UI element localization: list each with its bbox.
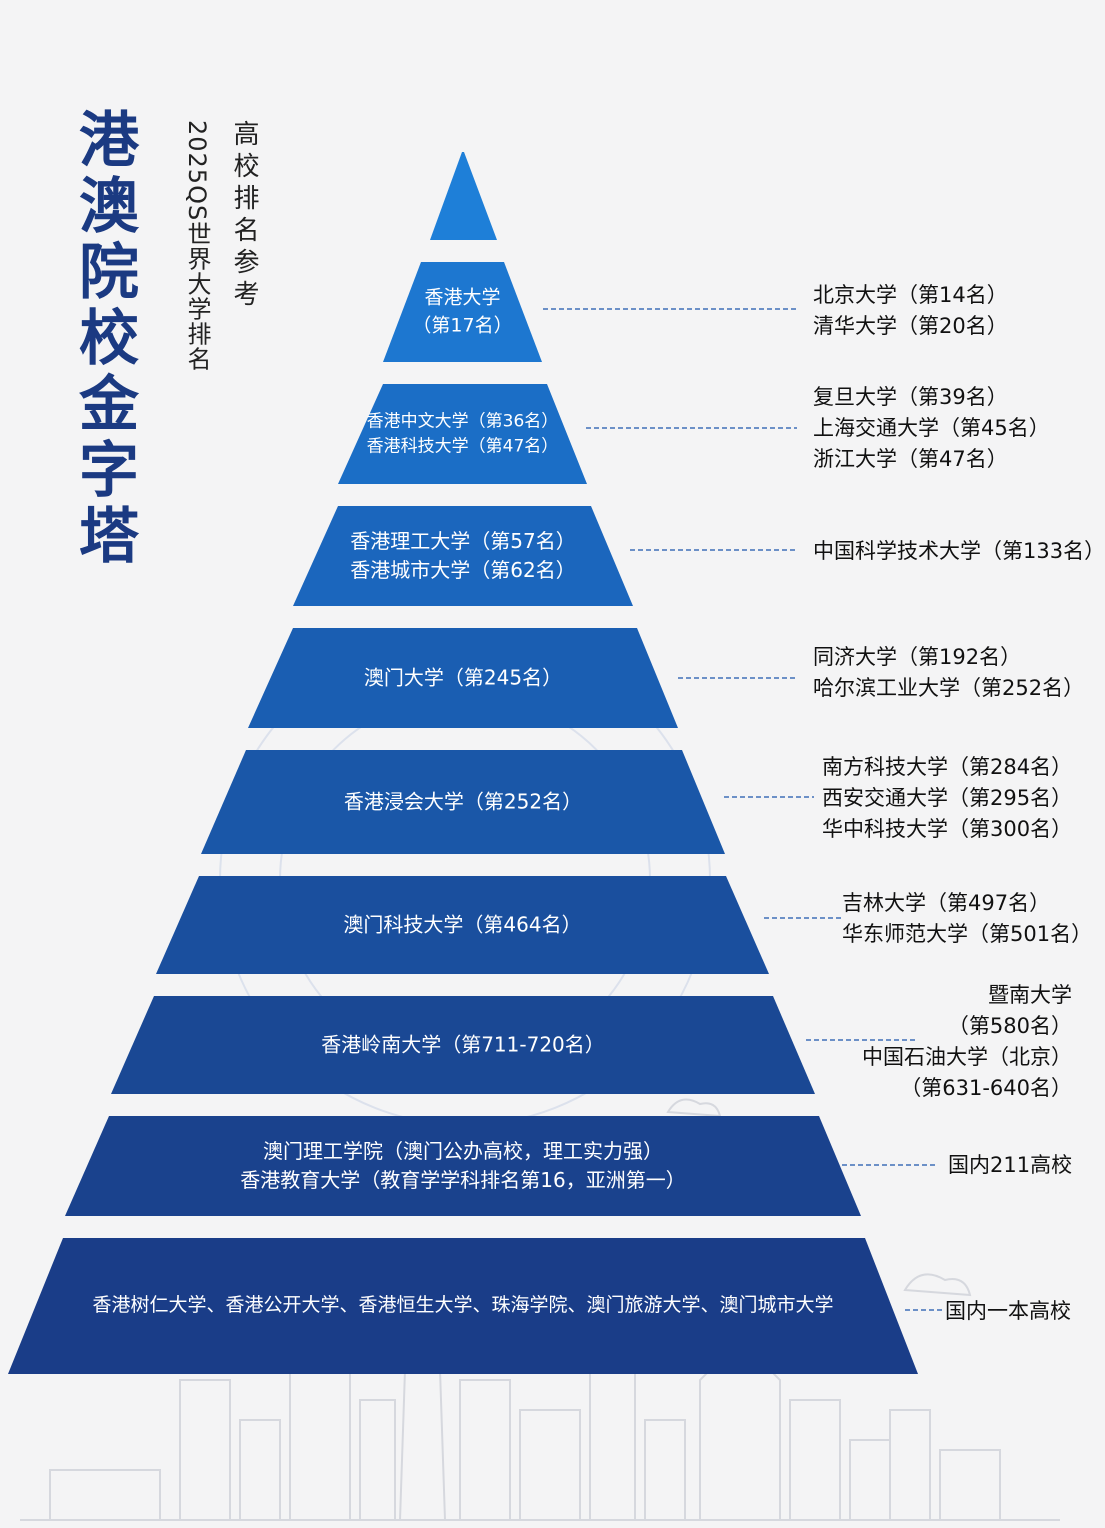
- pyramid-tier-6: [201, 750, 725, 854]
- comparison-text-line: 清华大学（第20名）: [813, 314, 1008, 338]
- comparison-text-line: 南方科技大学（第284名）: [822, 755, 1073, 779]
- comparison-text-line: 上海交通大学（第45名）: [813, 416, 1050, 440]
- pyramid-tier-3: [338, 384, 587, 484]
- comparison-text-line: 华东师范大学（第501名）: [842, 922, 1093, 946]
- mainland-comparison-9: 国内一本高校: [945, 1296, 1071, 1327]
- pyramid-tier-2: [383, 262, 542, 362]
- tier-label-5: 澳门大学（第245名）: [364, 664, 562, 693]
- comparison-text-line: （第631-640名）: [900, 1076, 1072, 1100]
- comparison-text-line: 华中科技大学（第300名）: [822, 817, 1073, 841]
- pyramid-canvas: [8, 152, 1060, 1521]
- page-title: 港澳院校金字塔: [79, 106, 139, 572]
- mainland-comparison-8: 国内211高校: [948, 1150, 1072, 1181]
- comparison-text-line: （第580名）: [947, 1014, 1072, 1038]
- pyramid-tier-4: [293, 506, 633, 606]
- tier-label-9: 澳门理工学院（澳门公办高校，理工实力强） 香港教育大学（教育学学科排名第16，亚洲…: [240, 1137, 685, 1195]
- tier-label-3: 香港中文大学（第36名） 香港科技大学（第47名）: [367, 409, 559, 458]
- comparison-text-line: 西安交通大学（第295名）: [822, 786, 1073, 810]
- mainland-comparison-4: 同济大学（第192名） 哈尔滨工业大学（第252名）: [813, 642, 1084, 704]
- comparison-text-line: 同济大学（第192名）: [813, 645, 1022, 669]
- pyramid-tier-9: [65, 1116, 861, 1216]
- comparison-text-line: 复旦大学（第39名）: [813, 385, 1008, 409]
- tier-text-line: 香港树仁大学、香港公开大学、香港恒生大学、珠海学院、澳门旅游大学、澳门城市大学: [92, 1294, 834, 1317]
- mainland-comparison-7: 暨南大学 （第580名） 中国石油大学（北京） （第631-640名）: [862, 980, 1072, 1104]
- comparison-text-line: 国内211高校: [948, 1153, 1073, 1177]
- tier-text-line: （第17名）: [412, 314, 513, 336]
- comparison-text-line: 暨南大学: [988, 983, 1072, 1007]
- tier-text-line: 香港大学: [424, 286, 501, 309]
- tier-text-line: 澳门理工学院（澳门公办高校，理工实力强）: [262, 1139, 663, 1163]
- comparison-text-line: 国内一本高校: [945, 1299, 1071, 1323]
- tier-text-line: 香港科技大学（第47名）: [366, 436, 559, 456]
- tier-label-6: 香港浸会大学（第252名）: [344, 788, 582, 817]
- tier-label-7: 澳门科技大学（第464名）: [343, 911, 581, 940]
- pyramid-tiers: [8, 152, 918, 1374]
- comparison-text-line: 哈尔滨工业大学（第252名）: [813, 676, 1085, 700]
- mainland-comparison-2: 复旦大学（第39名） 上海交通大学（第45名） 浙江大学（第47名）: [813, 382, 1050, 475]
- tier-label-2: 香港大学 （第17名）: [412, 284, 512, 339]
- mainland-comparison-1: 北京大学（第14名） 清华大学（第20名）: [813, 280, 1008, 342]
- tier-text-line: 香港理工大学（第57名）: [350, 529, 576, 553]
- tier-text-line: 香港中文大学（第36名）: [366, 411, 559, 432]
- tier-text-line: 香港岭南大学（第711-720名）: [321, 1032, 605, 1057]
- tier-label-10: 香港树仁大学、香港公开大学、香港恒生大学、珠海学院、澳门旅游大学、澳门城市大学: [92, 1292, 833, 1320]
- comparison-text-line: 中国石油大学（北京）: [862, 1045, 1072, 1069]
- dashed-connectors: [543, 308, 942, 1311]
- comparison-text-line: 北京大学（第14名）: [813, 283, 1008, 307]
- tier-text-line: 澳门大学（第245名）: [363, 665, 563, 690]
- mainland-comparison-5: 南方科技大学（第284名） 西安交通大学（第295名） 华中科技大学（第300名）: [822, 752, 1072, 845]
- pyramid-tier-8: [111, 996, 815, 1094]
- tier-text-line: 香港教育大学（教育学学科排名第16，亚洲第一）: [240, 1168, 686, 1192]
- pyramid-tier-1: [430, 152, 497, 240]
- comparison-text-line: 中国科学技术大学（第133名）: [813, 539, 1105, 563]
- comparison-text-line: 浙江大学（第47名）: [813, 447, 1008, 471]
- tier-text-line: 香港城市大学（第62名）: [350, 558, 576, 582]
- subtitle-ranking-reference: 高校排名参考: [229, 120, 259, 312]
- mainland-comparison-6: 吉林大学（第497名） 华东师范大学（第501名）: [842, 888, 1092, 950]
- tier-text-line: 香港浸会大学（第252名）: [343, 789, 583, 814]
- pyramid-tier-10: [8, 1238, 918, 1374]
- subtitle-qs-ranking: 2025QS世界大学排名: [183, 120, 211, 372]
- pyramid-tier-5: [248, 628, 678, 728]
- pyramid-tier-7: [156, 876, 769, 974]
- comparison-text-line: 吉林大学（第497名）: [842, 891, 1051, 915]
- mainland-comparison-3: 中国科学技术大学（第133名）: [813, 536, 1105, 567]
- tier-text-line: 澳门科技大学（第464名）: [343, 912, 582, 937]
- tier-label-4: 香港理工大学（第57名） 香港城市大学（第62名）: [350, 527, 575, 585]
- tier-label-8: 香港岭南大学（第711-720名）: [321, 1031, 605, 1060]
